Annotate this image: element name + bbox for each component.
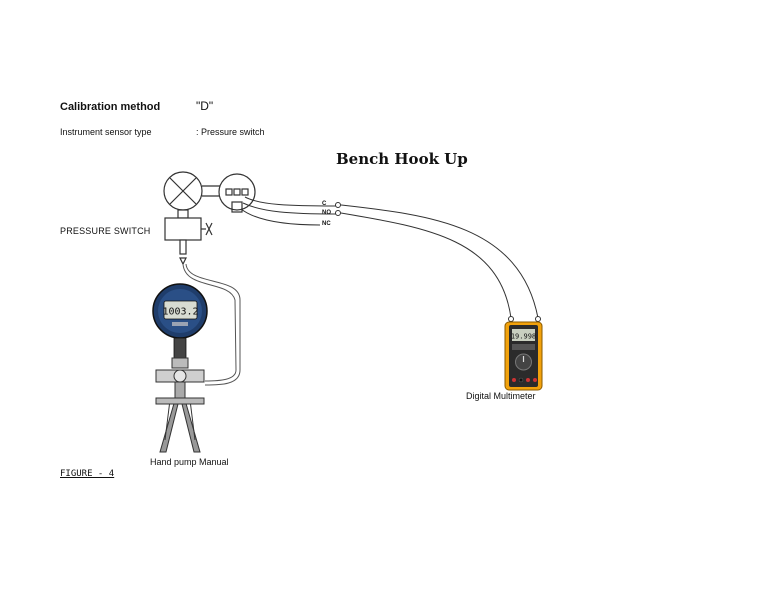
wire-c	[244, 196, 337, 207]
terminal-no-label: NO	[322, 210, 331, 216]
lead-to-meter-volt	[340, 212, 512, 319]
calibration-method-label: Calibration method	[60, 101, 161, 113]
pressure-switch-label: PRESSURE SWITCH	[60, 226, 151, 236]
wire-no	[242, 202, 337, 215]
switch-adjuster-screw	[205, 222, 213, 236]
meter-probe-tip	[508, 316, 514, 322]
hand-pump-label: Hand pump Manual	[150, 457, 229, 467]
sensor-type-label: Instrument sensor type	[60, 127, 152, 137]
hand-pump	[155, 357, 205, 453]
meter-jack	[518, 377, 524, 383]
terminal-c	[335, 202, 341, 208]
multimeter-leads	[340, 204, 541, 322]
gauge-buttons	[172, 322, 188, 326]
terminal-c-label: C	[322, 201, 327, 207]
terminal-block	[233, 188, 241, 196]
digital-pressure-gauge: 1003.2	[152, 283, 208, 359]
terminal-no	[335, 210, 341, 216]
wire-nc	[240, 208, 321, 226]
meter-display	[512, 329, 535, 341]
pump-handle-inner	[164, 399, 196, 441]
gauge-stem	[173, 337, 187, 359]
switch-terminal-head	[218, 173, 256, 211]
pump-adapter	[171, 357, 189, 369]
multimeter-label: Digital Multimeter	[466, 391, 536, 401]
switch-port	[179, 257, 187, 266]
pressure-hose	[182, 263, 241, 386]
meter-jack	[512, 378, 516, 382]
valve-cross-line	[169, 177, 197, 205]
lead-to-meter-com	[340, 204, 539, 319]
terminal-connector	[231, 201, 243, 213]
meter-probe-tip	[535, 316, 541, 322]
pressure-switch	[163, 171, 256, 266]
calibration-method-value: "D"	[196, 99, 214, 113]
hose-inner	[185, 263, 241, 386]
pump-handle-pivot	[155, 397, 205, 405]
meter-reading: 19.998	[511, 333, 536, 341]
gauge-display	[163, 300, 198, 320]
diagram-title: Bench Hook Up	[336, 150, 468, 168]
hose-outer	[182, 263, 237, 382]
switch-fitting	[179, 239, 187, 255]
switch-wires	[240, 196, 341, 226]
meter-jack	[526, 378, 530, 382]
meter-buttons	[512, 344, 535, 350]
terminal-nc-label: NC	[322, 221, 331, 227]
figure-label: FIGURE - 4	[60, 469, 115, 479]
sensor-type-value: : Pressure switch	[196, 127, 265, 137]
gauge-reading: 1003.2	[162, 307, 198, 318]
digital-multimeter: 19.998	[504, 321, 543, 391]
pump-valve-knob	[173, 369, 187, 383]
pump-cylinder	[174, 381, 186, 401]
terminal-block	[225, 188, 233, 196]
switch-body	[164, 217, 202, 241]
switch-stem	[177, 209, 189, 219]
meter-jack	[533, 378, 537, 382]
terminal-block	[241, 188, 249, 196]
